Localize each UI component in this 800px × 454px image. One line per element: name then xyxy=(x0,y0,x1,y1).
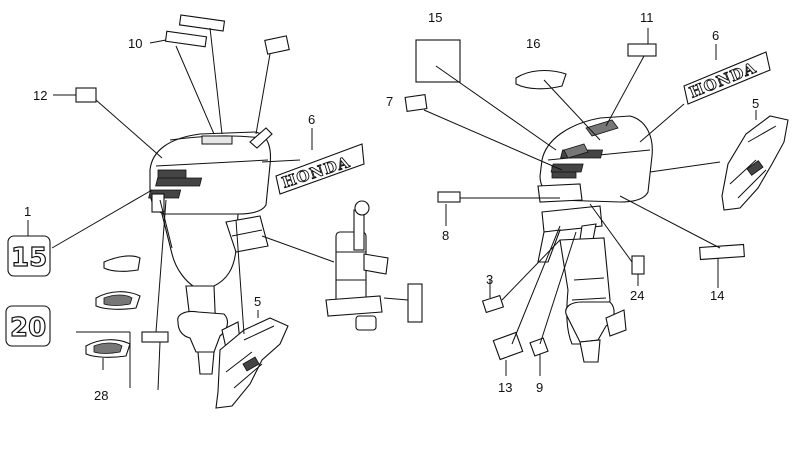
callout-12: 12 xyxy=(33,88,47,103)
transom-bracket-right xyxy=(721,115,789,211)
tilt-cylinder-assembly xyxy=(325,200,423,331)
label-12 xyxy=(75,87,97,103)
callout-1: 1 xyxy=(24,204,31,219)
label-9 xyxy=(529,337,549,357)
label-caution-1 xyxy=(103,255,141,272)
label-16 xyxy=(515,69,567,90)
label-8 xyxy=(437,191,461,203)
left-outboard-motor xyxy=(148,127,273,375)
callout-15: 15 xyxy=(428,10,442,25)
label-7 xyxy=(404,94,428,112)
label-10 xyxy=(164,30,208,48)
callout-24: 24 xyxy=(630,288,644,303)
callout-6-right: 6 xyxy=(712,28,719,43)
callout-7: 7 xyxy=(386,94,393,109)
label-top-strip xyxy=(178,14,226,32)
svg-text:HONDA: HONDA xyxy=(280,153,353,192)
callout-numbers: 10 12 6 1 5 28 15 16 11 6 5 7 8 3 24 14 … xyxy=(24,10,759,403)
left-top-label xyxy=(201,135,233,145)
decal-model-20: 20 xyxy=(5,305,51,347)
callout-8: 8 xyxy=(442,228,449,243)
callout-10: 10 xyxy=(128,36,142,51)
leader-lines-left xyxy=(27,27,409,391)
label-13 xyxy=(492,331,524,361)
right-outboard-motor xyxy=(537,115,653,363)
callout-3: 3 xyxy=(486,272,493,287)
label-small-strip xyxy=(141,331,169,343)
label-24 xyxy=(631,255,645,275)
leader-lines-right xyxy=(423,28,757,376)
label-top-right-small xyxy=(264,35,290,55)
label-tilt xyxy=(407,283,423,323)
label-11 xyxy=(627,43,657,57)
callout-16: 16 xyxy=(526,36,540,51)
callout-28: 28 xyxy=(94,388,108,403)
svg-text:HONDA: HONDA xyxy=(687,59,759,102)
label-14 xyxy=(699,243,745,261)
callout-13: 13 xyxy=(498,380,512,395)
callout-11: 11 xyxy=(640,10,654,25)
svg-text:20: 20 xyxy=(10,313,46,343)
label-15 xyxy=(415,39,461,83)
callout-5-right: 5 xyxy=(752,96,759,111)
callout-6-left: 6 xyxy=(308,112,315,127)
callout-5-left: 5 xyxy=(254,294,261,309)
callout-14: 14 xyxy=(710,288,724,303)
decal-model-15: 15 xyxy=(7,235,51,277)
callout-9: 9 xyxy=(536,380,543,395)
label-3 xyxy=(481,294,505,314)
decal-honda-left: HONDA xyxy=(275,143,365,195)
svg-text:15: 15 xyxy=(11,243,47,273)
transom-bracket-left xyxy=(215,317,289,409)
